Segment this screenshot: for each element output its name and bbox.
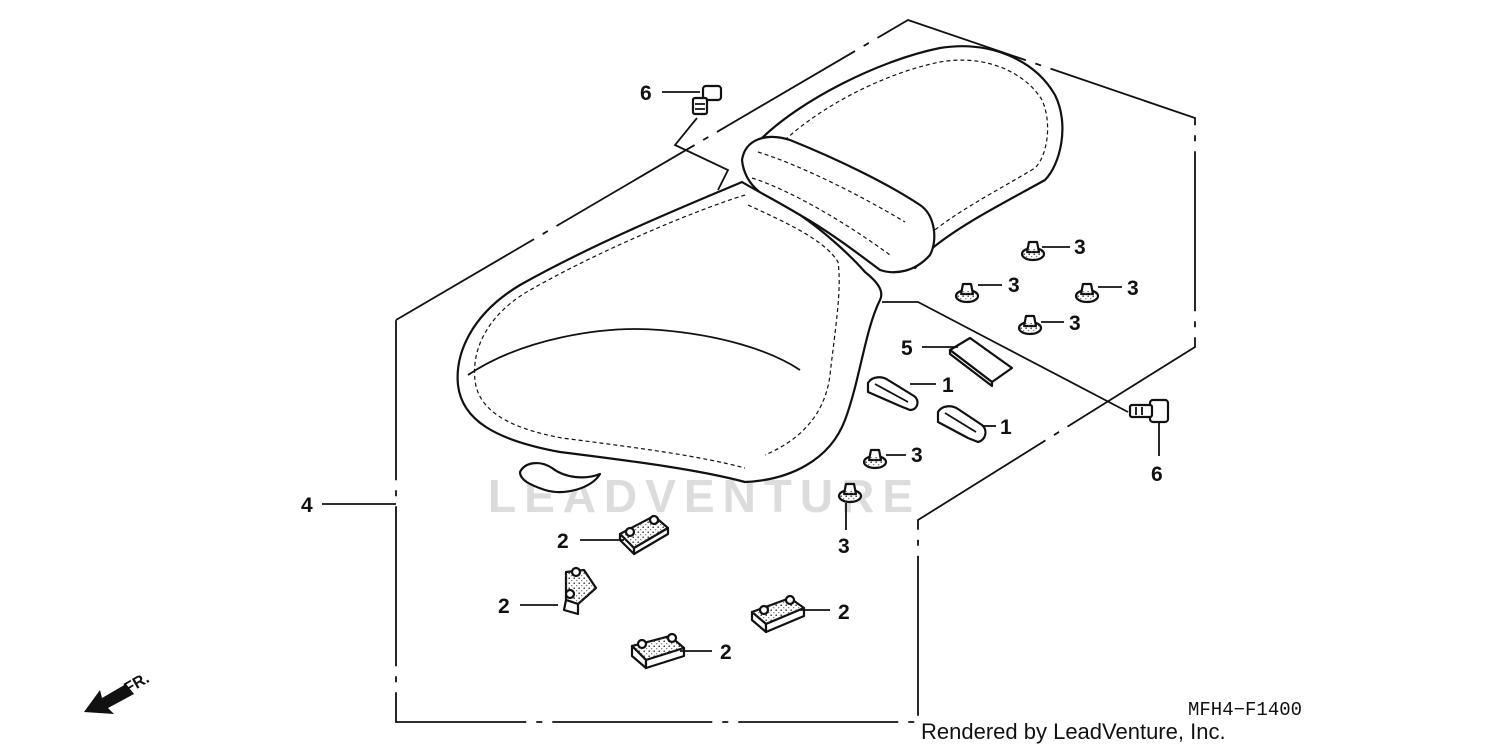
callout-3: 3 — [1127, 277, 1139, 300]
pad-item-5 — [948, 336, 1014, 388]
bolt-right — [882, 301, 1170, 424]
blocks-item-2 — [562, 514, 806, 670]
callout-3: 3 — [1008, 274, 1020, 297]
callout-2: 2 — [557, 530, 569, 553]
callout-1: 1 — [1000, 416, 1012, 439]
cushion-item-1a — [866, 376, 919, 412]
callout-3: 3 — [1074, 236, 1086, 259]
figure-code: MFH4−F1400 — [1188, 699, 1302, 721]
render-credit: Rendered by LeadVenture, Inc. — [921, 719, 1226, 744]
callout-6-top: 6 — [640, 82, 652, 105]
seat-assembly — [456, 45, 1064, 494]
callout-3: 3 — [911, 444, 923, 467]
callout-3: 3 — [838, 535, 850, 558]
callout-4: 4 — [301, 494, 313, 517]
callout-2: 2 — [498, 595, 510, 618]
front-direction-arrow: FR. — [84, 670, 152, 714]
assembly-outline — [395, 19, 1196, 723]
grommets-item-3 — [837, 240, 1100, 504]
callout-6-right: 6 — [1151, 463, 1163, 486]
leader-lines — [322, 91, 1160, 652]
callout-1: 1 — [942, 374, 954, 397]
callout-5: 5 — [901, 337, 913, 360]
callout-3: 3 — [1069, 312, 1081, 335]
cushion-item-1b — [936, 405, 987, 444]
callout-2: 2 — [720, 641, 732, 664]
callouts: 6 3 3 3 3 5 1 1 3 6 4 3 2 2 2 2 — [301, 82, 1163, 664]
callout-2: 2 — [838, 601, 850, 624]
bolt-top — [673, 84, 730, 191]
